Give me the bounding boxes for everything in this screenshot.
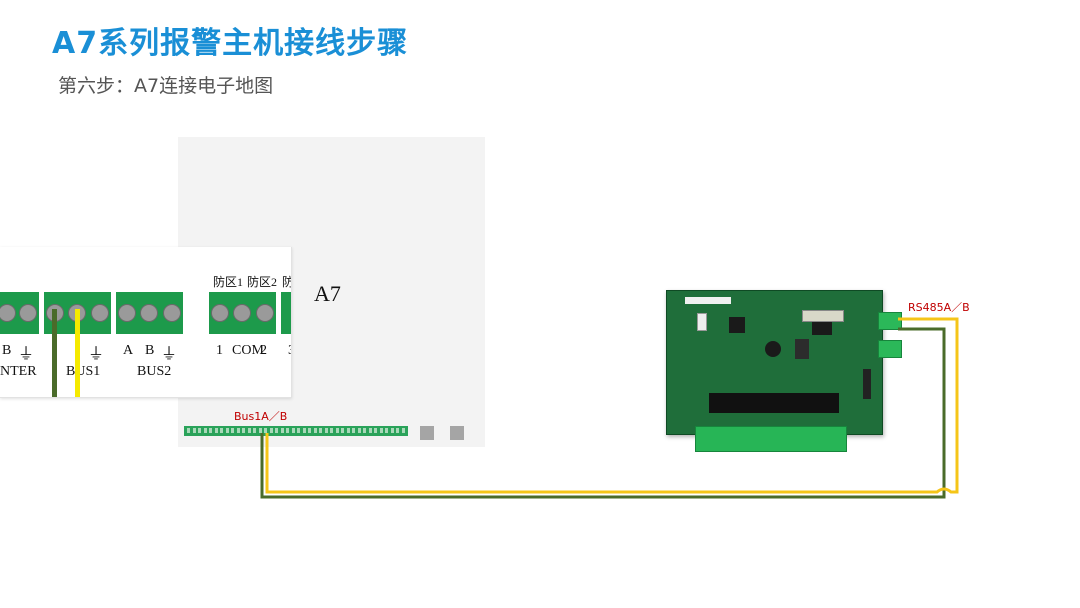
strip-contact	[286, 428, 289, 433]
screw-icon	[0, 304, 16, 322]
ground-icon: ⏚	[161, 344, 178, 363]
screw-icon	[162, 304, 181, 322]
strip-contact	[319, 428, 322, 433]
term-label-a: A	[123, 343, 134, 358]
strip-contact	[390, 428, 394, 433]
strip-contact	[335, 428, 339, 433]
term-label-b1: B	[2, 343, 12, 358]
page-title: A7系列报警主机接线步骤	[52, 26, 409, 61]
term-label-bus1: BUS1	[66, 364, 101, 379]
zoom-wire-yellow	[75, 309, 80, 397]
zone1-label: 防区1	[213, 275, 244, 289]
strip-contact	[247, 428, 251, 433]
terminal-block-5	[281, 292, 291, 334]
term-label-bus2: BUS2	[137, 364, 172, 379]
strip-contact	[269, 428, 273, 433]
zone3-label: 防	[282, 273, 291, 290]
screw-icon	[140, 304, 159, 322]
terminal-block-3	[116, 292, 183, 334]
term-label-com: COM	[232, 343, 264, 358]
page-subtitle: 第六步：A7连接电子地图	[58, 75, 274, 97]
strip-contact	[346, 428, 350, 433]
strip-contact	[352, 428, 355, 433]
strip-contact	[385, 428, 388, 433]
strip-contact	[291, 428, 295, 433]
panel-port-1	[420, 426, 434, 440]
terminal-block-1	[0, 292, 39, 334]
strip-contact	[242, 428, 245, 433]
strip-contact	[313, 428, 317, 433]
screw-icon	[233, 304, 252, 322]
wire-green	[260, 327, 946, 499]
wire-yellow	[265, 317, 959, 494]
board-bottom-terminal	[695, 426, 847, 452]
screw-icon	[255, 304, 274, 322]
term-label-1: 1	[216, 343, 223, 358]
screw-icon	[19, 304, 38, 322]
screw-icon	[118, 304, 137, 322]
terminal-block-4	[209, 292, 276, 334]
board-pin-header	[863, 369, 871, 399]
board-rs485-terminal	[878, 312, 902, 330]
zone2-label: 防区2	[247, 275, 278, 289]
strip-contact	[368, 428, 372, 433]
strip-contact	[258, 428, 262, 433]
strip-contact	[324, 428, 328, 433]
strip-contact	[253, 428, 256, 433]
board-crystal	[795, 339, 809, 359]
strip-contact	[341, 428, 344, 433]
panel-port-2	[450, 426, 464, 440]
board-lcd-connector	[802, 310, 844, 322]
board-connector-white	[697, 313, 707, 331]
strip-contact	[297, 428, 300, 433]
strip-contact	[220, 428, 223, 433]
term-label-b2: B	[145, 343, 155, 358]
strip-contact	[379, 428, 383, 433]
strip-contact	[275, 428, 278, 433]
rs485-label: RS485A／B	[908, 301, 970, 314]
ground-icon: ⏚	[88, 344, 105, 363]
strip-contact	[302, 428, 306, 433]
strip-contact	[396, 428, 399, 433]
strip-contact	[308, 428, 311, 433]
strip-contact	[231, 428, 234, 433]
strip-contact	[214, 428, 218, 433]
strip-contact	[401, 428, 405, 433]
term-label-2: 2	[260, 343, 267, 358]
strip-contact	[374, 428, 377, 433]
board-chip	[729, 317, 745, 333]
term-label-nter: NTER	[0, 364, 37, 379]
panel-terminal-strip	[184, 426, 408, 436]
bus1-label: Bus1A／B	[234, 410, 288, 423]
terminal-zoom-callout: 防区1 防区2 防 B ⏚ NTER ⏚ BUS1 A B ⏚ BUS2 1 C…	[0, 247, 292, 398]
term-label-3: 3	[288, 343, 291, 359]
strip-contact	[363, 428, 366, 433]
a7-label: A7	[314, 281, 341, 306]
strip-contact	[198, 428, 201, 433]
strip-contact	[203, 428, 207, 433]
board-chip	[812, 321, 832, 335]
strip-contact	[264, 428, 267, 433]
zoom-wire-green	[52, 309, 57, 397]
board-capacitor	[765, 341, 781, 357]
screw-icon	[211, 304, 230, 322]
strip-contact	[187, 428, 190, 433]
board-relay-row	[709, 393, 839, 413]
strip-contact	[225, 428, 229, 433]
ground-icon: ⏚	[18, 344, 35, 363]
screw-icon	[90, 304, 109, 322]
expansion-board	[666, 290, 883, 435]
strip-contact	[280, 428, 284, 433]
strip-contact	[330, 428, 333, 433]
strip-contact	[357, 428, 361, 433]
strip-contact	[192, 428, 196, 433]
board-power-terminal	[878, 340, 902, 358]
strip-contact	[236, 428, 240, 433]
board-sticker	[685, 297, 731, 304]
strip-contact	[209, 428, 212, 433]
